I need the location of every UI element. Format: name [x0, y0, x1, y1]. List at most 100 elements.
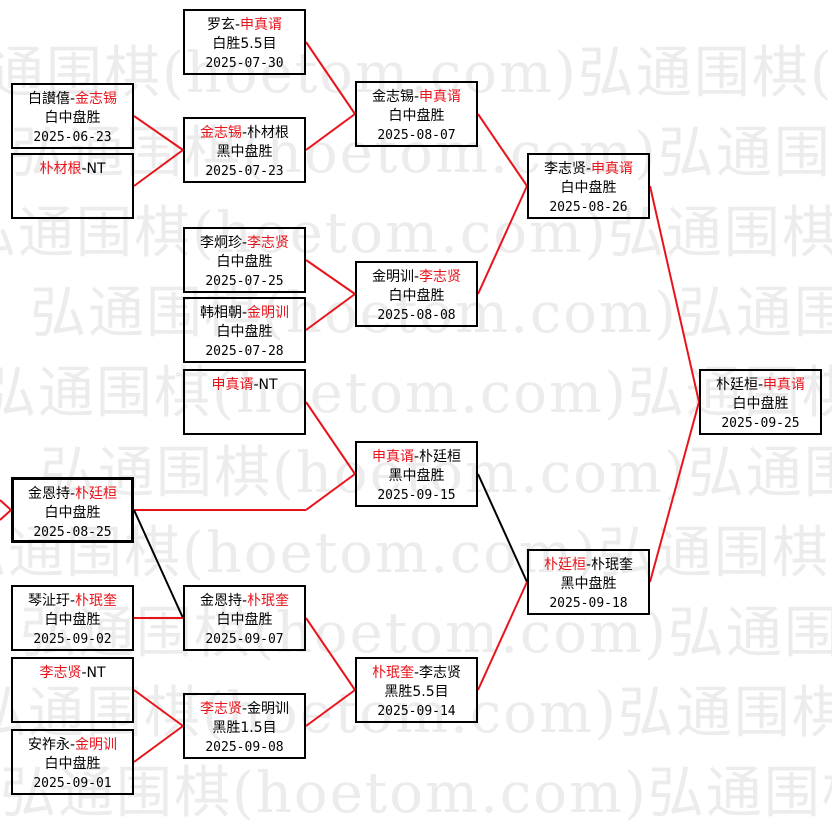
match-date: 2025-07-28 — [205, 344, 284, 359]
match-players: 金志锡-申真谞 — [372, 88, 461, 107]
player-1: 朴廷桓 — [715, 377, 758, 393]
player-1: 安祚永 — [27, 737, 70, 753]
player-2: NT — [258, 377, 278, 393]
player-1: 金恩持 — [199, 593, 242, 609]
match-box: 罗玄-申真谞白胜5.5目 2025-07-30 — [183, 9, 306, 75]
match-players: 罗玄-申真谞 — [207, 16, 282, 35]
versus-dash: - — [241, 593, 248, 609]
match-date: 2025-08-25 — [33, 525, 112, 540]
match-box: 金志锡-申真谞白中盘胜 2025-08-07 — [355, 81, 478, 147]
match-result: 白中盘胜 — [388, 288, 445, 304]
versus-dash: - — [757, 377, 764, 393]
player-2: 朴廷桓 — [75, 486, 118, 502]
versus-dash: - — [253, 377, 259, 393]
match-players: 金恩持-朴廷桓 — [28, 485, 117, 504]
player-1: 朴材根 — [39, 161, 82, 177]
player-2: 朴珉奎 — [247, 593, 290, 609]
match-result: 白中盘胜 — [216, 612, 273, 628]
versus-dash: - — [413, 665, 420, 681]
match-result: 白胜5.5目 — [212, 36, 277, 52]
match-date: 2025-09-02 — [33, 632, 112, 647]
versus-dash: - — [241, 235, 248, 251]
bracket-connector — [133, 149, 184, 187]
player-2: 朴珉奎 — [75, 593, 118, 609]
match-players: 韩相朝-金明训 — [200, 304, 289, 323]
bracket-lines — [0, 41, 700, 763]
bracket-connector — [477, 113, 528, 187]
player-1: 李志贤 — [39, 665, 82, 681]
versus-dash: - — [413, 269, 420, 285]
player-1: 白讃僖 — [27, 91, 70, 107]
player-2: 李志贤 — [247, 235, 290, 251]
bracket-connector — [305, 293, 356, 331]
match-players: 金恩持-朴珉奎 — [200, 592, 289, 611]
player-1: 金恩持 — [27, 486, 70, 502]
player-2: 朴珉奎 — [591, 557, 634, 573]
player-2: 朴材根 — [247, 125, 290, 141]
match-players: 金明训-李志贤 — [372, 268, 461, 287]
bracket-connector — [649, 185, 700, 403]
bracket-connector — [133, 115, 184, 151]
versus-dash: - — [585, 161, 592, 177]
match-players: 白讃僖-金志锡 — [28, 90, 117, 109]
match-box: 金明训-李志贤白中盘胜 2025-08-08 — [355, 261, 478, 327]
player-1: 申真谞 — [211, 377, 254, 393]
match-players: 李志贤-申真谞 — [544, 160, 633, 179]
versus-dash: - — [81, 161, 87, 177]
bracket-connector — [305, 259, 356, 295]
match-result: 白中盘胜 — [216, 254, 273, 270]
match-date: 2025-07-23 — [205, 164, 284, 179]
match-players: 李志贤-金明训 — [200, 700, 289, 719]
player-1: 金明训 — [371, 269, 414, 285]
player-2: 李志贤 — [419, 665, 462, 681]
match-date: 2025-08-08 — [377, 308, 456, 323]
versus-dash: - — [585, 557, 592, 573]
player-2: 朴廷桓 — [419, 449, 462, 465]
versus-dash: - — [241, 125, 248, 141]
versus-dash: - — [241, 701, 248, 717]
player-2: 申真谞 — [591, 161, 634, 177]
match-date: 2025-07-30 — [205, 56, 284, 71]
match-players: 安祚永-金明训 — [28, 736, 117, 755]
match-players: 李炯珍-李志贤 — [200, 234, 289, 253]
match-date: 2025-07-25 — [205, 274, 284, 289]
match-box: 李炯珍-李志贤白中盘胜 2025-07-25 — [183, 227, 306, 293]
player-1: 金志锡 — [371, 89, 414, 105]
match-date: 2025-09-18 — [549, 596, 628, 611]
player-1: 申真谞 — [371, 449, 414, 465]
versus-dash: - — [69, 91, 76, 107]
bracket-connector — [305, 689, 356, 727]
player-2: 金明训 — [247, 305, 290, 321]
bracket-connector — [305, 617, 356, 691]
match-result: 白中盘胜 — [388, 108, 445, 124]
match-date: 2025-08-07 — [377, 128, 456, 143]
bracket-connector — [477, 581, 528, 691]
match-date: 2025-09-14 — [377, 704, 456, 719]
match-box: 李志贤-NT — [11, 657, 134, 723]
player-2: 金明训 — [75, 737, 118, 753]
player-2: 申真谞 — [240, 17, 283, 33]
player-1: 罗玄 — [206, 17, 235, 33]
player-1: 李志贤 — [543, 161, 586, 177]
match-result: 黑中盘胜 — [388, 468, 445, 484]
versus-dash: - — [69, 737, 76, 753]
versus-dash: - — [413, 89, 420, 105]
match-players: 申真谞-NT — [211, 376, 277, 395]
match-result: 白中盘胜 — [732, 396, 789, 412]
bracket-connector — [305, 473, 356, 511]
versus-dash: - — [241, 305, 248, 321]
match-date: 2025-09-07 — [205, 632, 284, 647]
match-box: 申真谞-NT — [183, 369, 306, 435]
player-2: 申真谞 — [763, 377, 806, 393]
versus-dash: - — [69, 486, 76, 502]
versus-dash: - — [69, 593, 76, 609]
match-date: 2025-09-15 — [377, 488, 456, 503]
bracket-connector — [133, 725, 184, 763]
